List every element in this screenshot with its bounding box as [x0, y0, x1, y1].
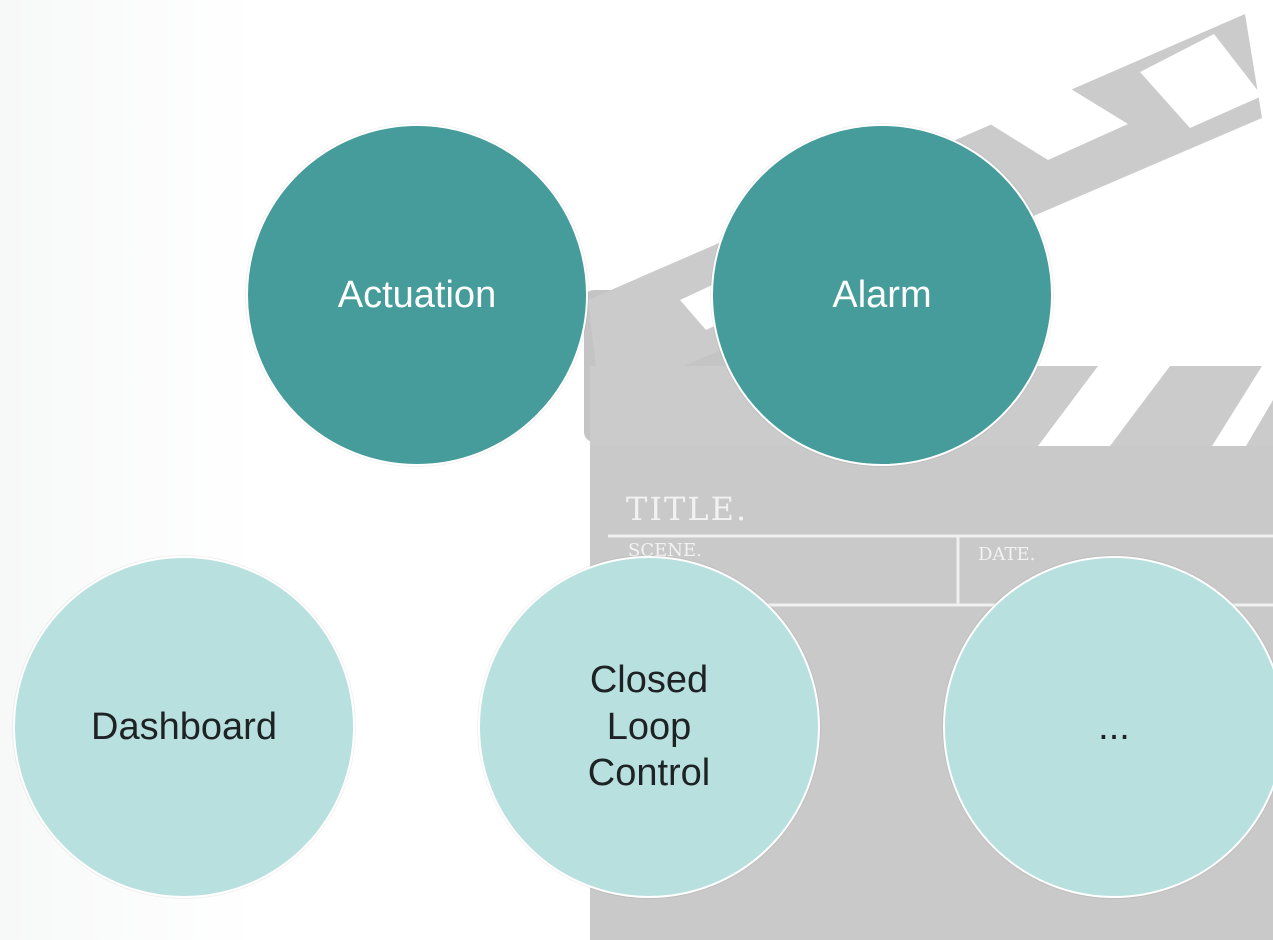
slate-scene-label: SCENE.	[628, 540, 702, 561]
slate-date-label: DATE.	[978, 544, 1035, 565]
alarm-circle[interactable]: Alarm	[711, 124, 1053, 466]
actuation-label: Actuation	[337, 273, 497, 316]
closed-loop-control-circle[interactable]: Closed Loop Control	[478, 556, 820, 898]
closed-loop-control-label: Closed Loop Control	[587, 659, 711, 795]
clapper-stripe	[1212, 366, 1273, 446]
more-label: ...	[1098, 705, 1130, 748]
actuation-circle[interactable]: Actuation	[246, 124, 588, 466]
clapper-stripe	[1038, 366, 1170, 446]
more-circle[interactable]: ...	[943, 556, 1273, 898]
dashboard-circle[interactable]: Dashboard	[13, 556, 355, 898]
alarm-label: Alarm	[832, 273, 932, 316]
slate-title-label: TITLE.	[626, 490, 748, 528]
clapper-stripe	[1140, 34, 1262, 128]
clapper-stripe	[990, 86, 1128, 160]
dashboard-label: Dashboard	[91, 705, 277, 748]
